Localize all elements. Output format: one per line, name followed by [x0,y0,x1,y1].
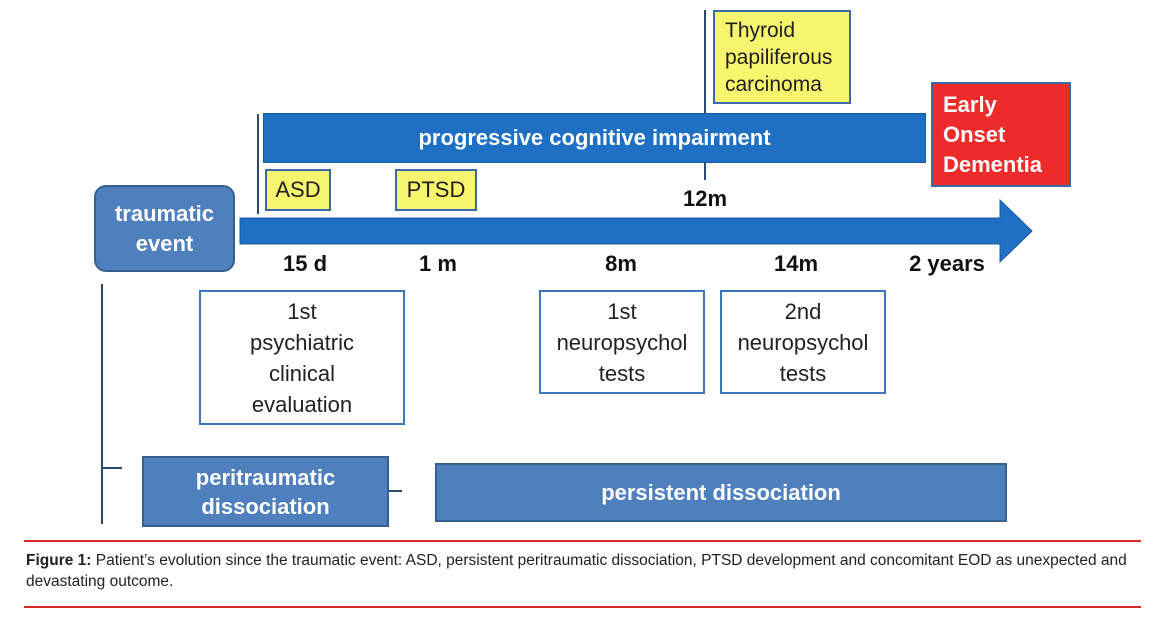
thyroid-carcinoma-box: Thyroid papiliferous carcinoma [713,10,851,104]
timeline-arrow-shape [239,198,1033,264]
persistent-dissociation-bar: persistent dissociation [435,463,1007,522]
psychiatric-line-1: 1st [287,298,317,324]
caption-top-rule [24,540,1141,542]
timeline-arrow [239,198,1033,264]
psychiatric-line-4: evaluation [251,391,353,417]
peritraumatic-dissociation-bar: peritraumatic dissociation [142,456,389,527]
neuro1-line-3: tests [598,360,646,386]
time-label-14m: 14m [773,251,819,276]
cognitive-start-line [257,114,259,214]
psychiatric-line-2: psychiatric [250,329,354,355]
traumatic-event-box: traumatic event [94,185,235,272]
psychiatric-evaluation-box: 1st psychiatric clinical evaluation [199,290,405,425]
thyroid-marker-line [704,10,706,180]
neuro2-line-3: tests [779,360,827,386]
time-label-15d: 15 d [282,251,328,276]
ptsd-box: PTSD [395,169,477,211]
neuro2-line-2: neuropsychol [737,329,869,355]
neuropsych-test-1-box: 1st neuropsychol tests [539,290,705,394]
neuro1-line-2: neuropsychol [556,329,688,355]
cognitive-impairment-bar: progressive cognitive impairment [263,113,926,163]
peritraumatic-tick [102,467,122,469]
figure-caption: Figure 1: Patient’s evolution since the … [26,550,1144,592]
neuro1-line-1: 1st [607,298,637,324]
neuropsych-test-2-box: 2nd neuropsychol tests [720,290,886,394]
caption-text: Patient’s evolution since the traumatic … [26,552,1127,590]
time-label-1m: 1 m [419,251,457,276]
time-label-2years: 2 years [909,251,985,276]
dissociation-vertical-line [101,284,103,524]
neuro2-line-1: 2nd [784,298,822,324]
early-onset-dementia-box: Early Onset Dementia [931,82,1071,187]
asd-box: ASD [265,169,331,211]
time-label-12m: 12m [682,186,728,211]
time-label-8m: 8m [605,251,637,276]
psychiatric-line-3: clinical [268,360,336,386]
caption-label: Figure 1: [26,552,92,569]
caption-bottom-rule [24,606,1141,608]
